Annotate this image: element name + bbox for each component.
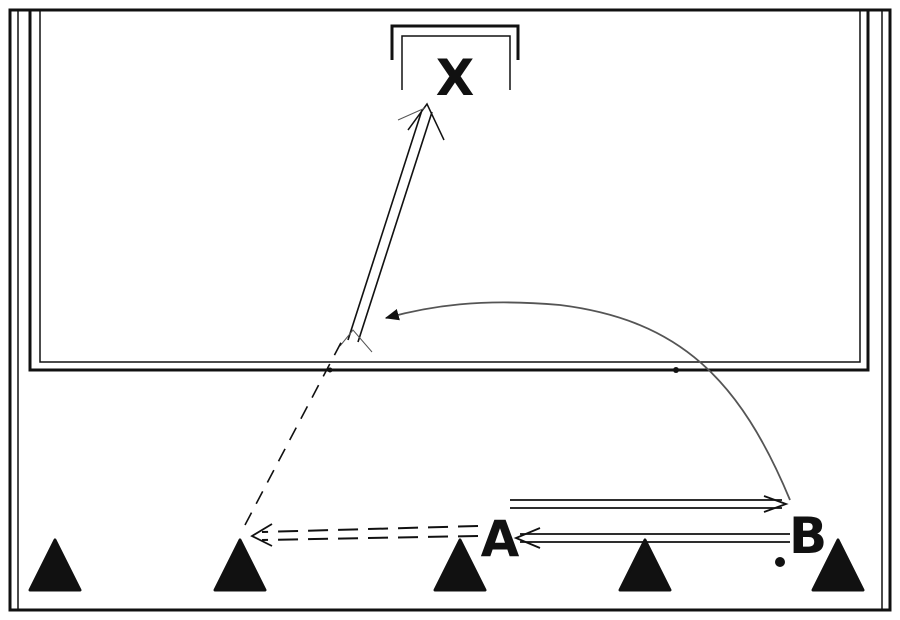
penalty-box	[28, 10, 870, 372]
cone-icon	[28, 538, 82, 592]
dashed-run-cone-to-box	[244, 334, 346, 526]
curved-pass-path	[384, 301, 791, 501]
player-b-label: B	[789, 507, 827, 565]
box-edge-dot	[327, 367, 333, 373]
shot-arrow	[339, 102, 445, 353]
cone-icon	[618, 538, 672, 592]
pass-b-to-a	[513, 527, 790, 549]
pass-a-to-b	[510, 495, 789, 513]
player-a-label: A	[481, 510, 520, 568]
pitch-boundary	[8, 8, 892, 612]
goal-frame	[390, 24, 520, 90]
cone-icon	[433, 538, 487, 592]
goal-label: X	[436, 49, 475, 107]
ball-icon	[775, 557, 785, 567]
dashed-run-a-to-cone	[250, 523, 479, 547]
curve-crossing-dot	[673, 367, 679, 373]
cone-icon	[213, 538, 267, 592]
cones-row	[28, 538, 865, 592]
cone-icon	[811, 538, 865, 592]
